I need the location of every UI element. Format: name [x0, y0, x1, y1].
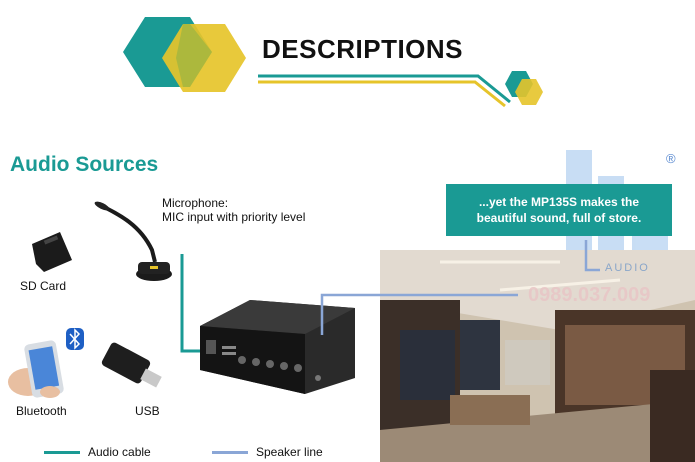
legend-audio-cable-label: Audio cable — [88, 445, 151, 459]
callout-line2: beautiful sound, full of store. — [476, 211, 642, 225]
speaker-line — [320, 240, 600, 335]
bluetooth-icon — [66, 328, 84, 350]
registered-mark: ® — [666, 151, 676, 166]
hexagon-logo — [123, 17, 246, 92]
usb-label: USB — [135, 404, 160, 418]
callout-line1: ...yet the MP135S makes the — [478, 195, 640, 209]
title-underline — [258, 74, 511, 108]
page-title: DESCRIPTIONS — [262, 34, 464, 64]
section-title: Audio Sources — [10, 153, 159, 176]
watermark-brand: AUDIO — [605, 262, 650, 274]
sd-card-label: SD Card — [20, 279, 67, 293]
microphone-label-line2: MIC input with priority level — [162, 210, 306, 224]
legend-speaker-line-swatch — [212, 451, 248, 454]
audio-cable-lines — [180, 254, 200, 353]
callout-box: ...yet the MP135S makes the beautiful so… — [446, 184, 672, 236]
microphone-icon — [94, 201, 172, 281]
bluetooth-label: Bluetooth — [16, 404, 67, 418]
microphone-label: Microphone: MIC input with priority leve… — [162, 196, 305, 224]
usb-icon — [101, 342, 162, 388]
amplifier-icon — [200, 300, 355, 394]
legend-audio-cable-swatch — [44, 451, 80, 454]
sd-card-icon — [32, 232, 72, 272]
legend-speaker-line-label: Speaker line — [256, 445, 323, 459]
microphone-label-line1: Microphone: — [162, 196, 229, 210]
store-photo — [380, 250, 695, 462]
phone-icon — [8, 340, 64, 398]
small-hexagon-icon — [505, 71, 543, 105]
watermark-phone: 0989.037.009 — [528, 284, 651, 306]
